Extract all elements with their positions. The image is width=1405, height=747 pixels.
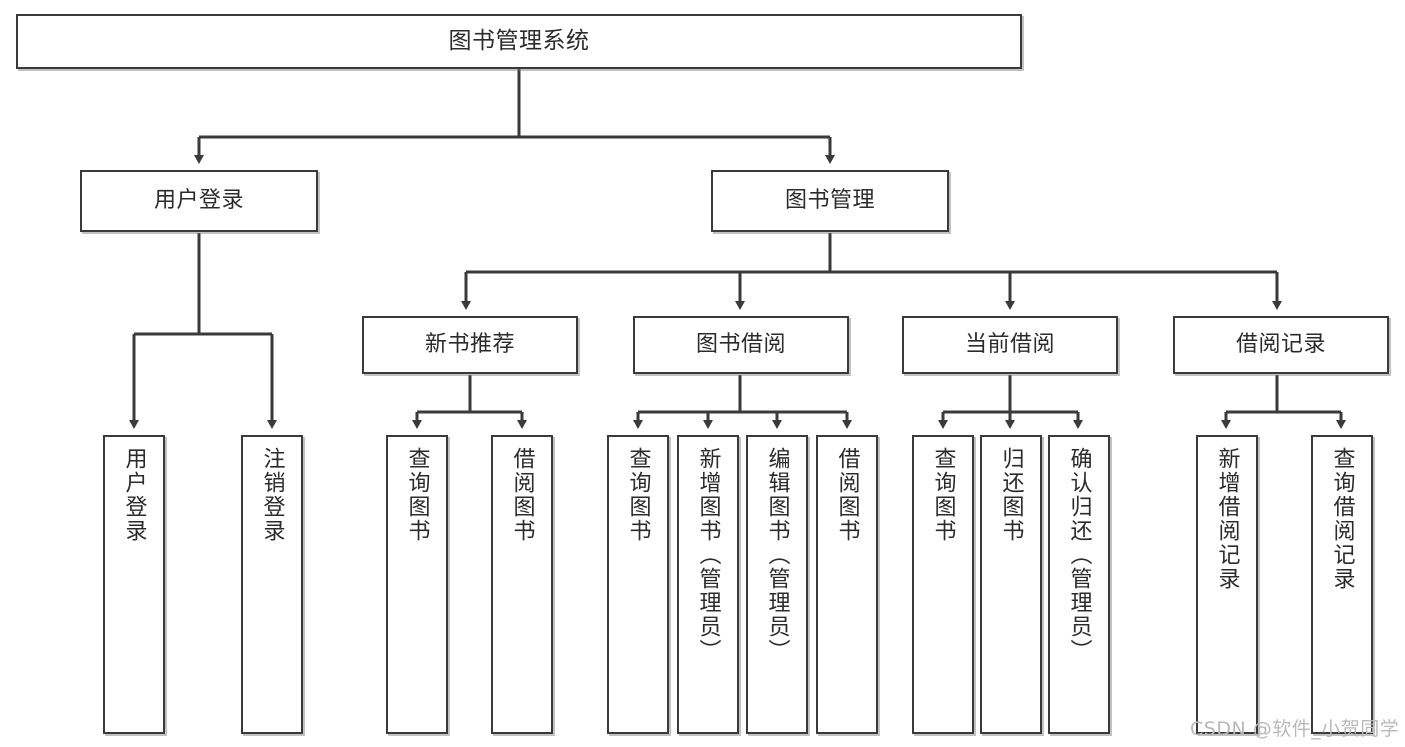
leaf-new-book-borrow[interactable]: 借阅图书 [491,435,553,734]
leaf-label: 借阅图书 [509,447,535,543]
node-book-manage-label: 图书管理 [784,188,875,214]
leaf-label: 编辑图书（管理员） [764,447,790,663]
node-book-borrow[interactable]: 图书借阅 [633,316,849,374]
leaf-label: 归还图书 [998,447,1024,543]
leaf-label: 查询图书 [930,447,956,543]
node-root-label: 图书管理系统 [448,27,590,54]
leaf-borrow-query-book[interactable]: 查询图书 [607,435,669,734]
leaf-label: 查询图书 [625,447,651,543]
node-book-borrow-label: 图书借阅 [695,332,786,358]
leaf-record-query[interactable]: 查询借阅记录 [1311,435,1373,734]
leaf-current-confirm-return[interactable]: 确认归还（管理员） [1048,435,1110,734]
node-root[interactable]: 图书管理系统 [16,14,1022,69]
leaf-label: 注销登录 [259,447,285,543]
node-new-book-recommend-label: 新书推荐 [424,332,515,358]
node-current-borrow[interactable]: 当前借阅 [902,316,1118,374]
node-new-book-recommend[interactable]: 新书推荐 [362,316,578,374]
node-borrow-record[interactable]: 借阅记录 [1173,316,1389,374]
leaf-current-return-book[interactable]: 归还图书 [980,435,1042,734]
leaf-borrow-add-book[interactable]: 新增图书（管理员） [677,435,739,734]
leaf-borrow-edit-book[interactable]: 编辑图书（管理员） [746,435,808,734]
node-user-login-label: 用户登录 [153,188,244,214]
csdn-watermark: CSDN @软件_小贺同学 [1190,718,1400,740]
leaf-borrow-borrow-book[interactable]: 借阅图书 [816,435,878,734]
leaf-label: 借阅图书 [834,447,860,543]
leaf-label: 查询图书 [404,447,430,543]
leaf-current-query-book[interactable]: 查询图书 [912,435,974,734]
node-borrow-record-label: 借阅记录 [1235,332,1326,358]
node-user-login[interactable]: 用户登录 [80,170,318,232]
leaf-label: 查询借阅记录 [1329,447,1355,591]
leaf-user-login-logout[interactable]: 注销登录 [241,435,303,734]
leaf-label: 新增借阅记录 [1214,447,1240,591]
leaf-new-book-query[interactable]: 查询图书 [386,435,448,734]
node-current-borrow-label: 当前借阅 [964,332,1055,358]
leaf-label: 确认归还（管理员） [1066,447,1092,663]
leaf-label: 用户登录 [121,447,147,543]
leaf-label: 新增图书（管理员） [695,447,721,663]
leaf-record-add[interactable]: 新增借阅记录 [1196,435,1258,734]
leaf-user-login-login[interactable]: 用户登录 [103,435,165,734]
node-book-manage[interactable]: 图书管理 [711,170,949,232]
